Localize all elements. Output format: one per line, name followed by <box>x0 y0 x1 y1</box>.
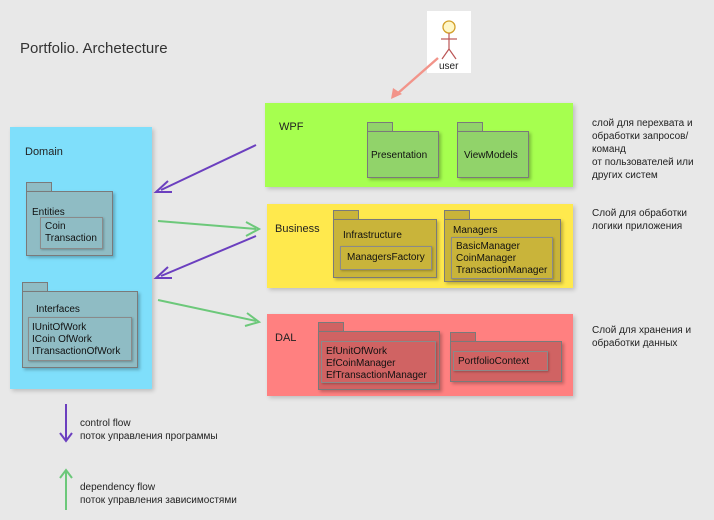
legend-dependency-arrow-icon <box>59 468 73 510</box>
viewmodels-package: ViewModels <box>457 122 529 178</box>
entities-list: Coin Transaction <box>40 217 103 249</box>
presentation-package: Presentation <box>367 122 439 178</box>
legend-dependency-text: dependency flow поток управления зависим… <box>80 482 237 506</box>
legend-control-arrow-icon <box>59 404 73 443</box>
presentation-label: Presentation <box>371 150 428 161</box>
business-label: Business <box>275 223 320 235</box>
interface-unit-of-work: IUnitOfWork <box>32 322 87 333</box>
interfaces-label: Interfaces <box>36 304 80 315</box>
portfolio-context: PortfolioContext <box>458 356 530 367</box>
entities-label: Entities <box>32 207 65 218</box>
ef-unit-of-work: EfUnitOfWork <box>326 346 387 357</box>
infrastructure-list: ManagersFactory <box>340 246 432 270</box>
interface-transaction-of-work: ITransactionOfWork <box>32 346 121 357</box>
diagram-title: Portfolio. Archetecture <box>20 40 168 57</box>
wpf-description: слой для перехвата и обработки запросов/… <box>592 118 694 181</box>
domain-to-business-dependency-arrow <box>157 220 262 237</box>
wpf-layer: WPF Presentation ViewModels <box>265 103 573 187</box>
ef-coin-manager: EfCoinManager <box>326 358 396 369</box>
interfaces-package: Interfaces IUnitOfWork ICoin OfWork ITra… <box>22 282 138 368</box>
interfaces-list: IUnitOfWork ICoin OfWork ITransactionOfW… <box>28 317 132 361</box>
infrastructure-package: Infrastructure ManagersFactory <box>333 210 437 278</box>
domain-to-dal-dependency-arrow <box>157 299 262 327</box>
context-package: PortfolioContext <box>450 332 562 382</box>
dal-label: DAL <box>275 332 297 344</box>
domain-layer: Domain Entities Coin Transaction Interfa… <box>10 127 152 389</box>
managers-factory: ManagersFactory <box>347 252 425 263</box>
interface-coin-of-work: ICoin OfWork <box>32 334 92 345</box>
dal-layer: DAL EfUnitOfWork EfCoinManager EfTransac… <box>267 314 573 396</box>
entity-coin: Coin <box>45 221 66 232</box>
entity-transaction: Transaction <box>45 233 97 244</box>
ef-list: EfUnitOfWork EfCoinManager EfTransaction… <box>321 341 436 383</box>
managers-package: Managers BasicManager CoinManager Transa… <box>444 210 561 282</box>
user-to-wpf-arrow <box>391 57 439 99</box>
dal-description: Слой для хранения и обработки данных <box>592 325 692 349</box>
viewmodels-label: ViewModels <box>464 150 518 161</box>
context-list: PortfolioContext <box>453 351 548 371</box>
stick-figure-user-icon <box>441 20 457 60</box>
entities-package: Entities Coin Transaction <box>26 182 113 256</box>
ef-transaction-manager: EfTransactionManager <box>326 370 427 381</box>
coin-manager: CoinManager <box>456 253 517 264</box>
wpf-label: WPF <box>279 121 304 133</box>
legend-control-text: control flow поток управления программы <box>80 418 218 442</box>
transaction-manager: TransactionManager <box>456 265 548 276</box>
basic-manager: BasicManager <box>456 241 520 252</box>
ef-package: EfUnitOfWork EfCoinManager EfTransaction… <box>318 322 440 390</box>
domain-label: Domain <box>25 146 63 158</box>
business-layer: Business Infrastructure ManagersFactory … <box>267 204 573 288</box>
user-label: user <box>439 61 459 72</box>
managers-list: BasicManager CoinManager TransactionMana… <box>451 237 553 279</box>
managers-label: Managers <box>453 225 498 236</box>
wpf-to-domain-control-arrow <box>153 144 257 193</box>
business-to-domain-control-arrow <box>153 235 257 279</box>
infrastructure-label: Infrastructure <box>343 230 402 241</box>
business-description: Слой для обработки логики приложения <box>592 208 687 232</box>
